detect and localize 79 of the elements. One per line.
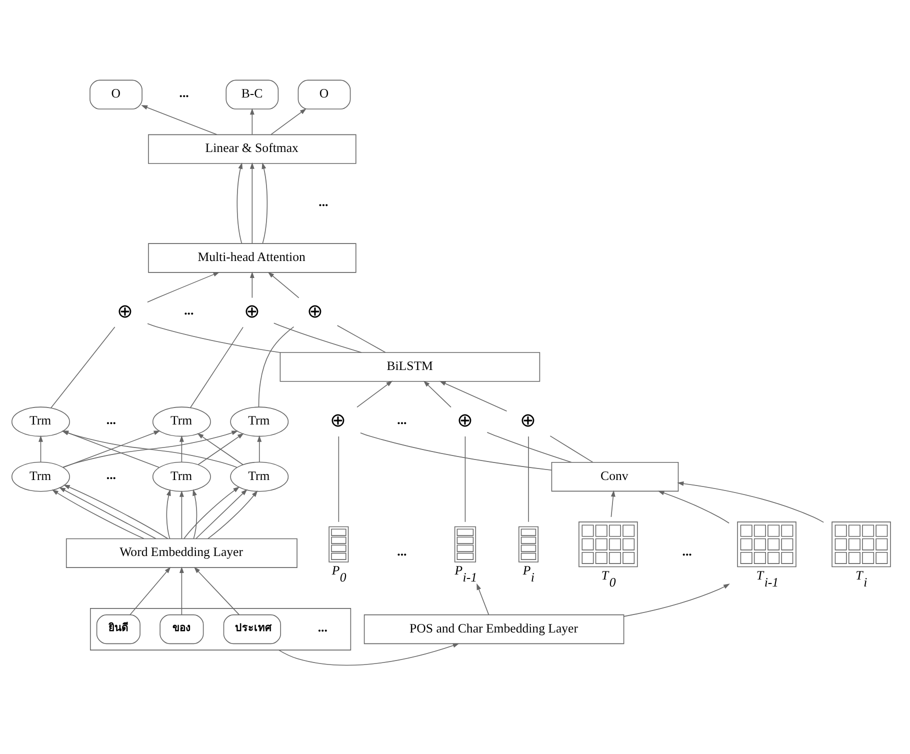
node-box: [737, 522, 796, 568]
connector: [50, 326, 116, 408]
node-box: [454, 526, 476, 562]
arrow: [184, 486, 240, 540]
node-text: ⊕: [117, 301, 134, 322]
label: ...: [682, 544, 692, 558]
arrow: [63, 484, 168, 540]
arrow: [194, 566, 240, 616]
arrow: [439, 380, 508, 412]
node-box: B-C: [226, 80, 279, 110]
arrow: [141, 105, 218, 135]
node-box: BiLSTM: [280, 352, 540, 382]
arrow: [59, 487, 156, 540]
node-text: ⊕: [456, 410, 473, 432]
arrow: [476, 583, 490, 616]
arrow: [207, 490, 258, 540]
node-box: O: [298, 80, 351, 110]
node-box: O: [90, 80, 142, 110]
cluster: [90, 608, 352, 650]
arrow: [270, 108, 306, 135]
node-box: [578, 522, 638, 568]
arrow: [677, 481, 824, 523]
node-box: [832, 522, 891, 568]
node-box: ประเทศ: [223, 614, 281, 644]
label: ...: [179, 86, 189, 100]
node-box: POS and Char Embedding Layer: [364, 614, 624, 644]
arrow: [147, 272, 220, 302]
label: ...: [318, 620, 328, 634]
arrow: [623, 584, 730, 617]
label: ...: [184, 304, 194, 318]
node-box: ของ: [160, 614, 204, 644]
arrow: [250, 162, 254, 244]
node-box: Word Embedding Layer: [66, 538, 298, 568]
node-text: ⊕: [330, 410, 346, 432]
connector: [360, 432, 552, 470]
arrow: [179, 490, 184, 540]
node-box: Conv: [551, 462, 679, 492]
connector: [550, 436, 594, 463]
connector: [274, 322, 362, 353]
arrow: [236, 162, 243, 244]
arrow: [268, 272, 300, 298]
arrow: [130, 566, 171, 616]
arrow: [52, 490, 144, 540]
connector: [190, 326, 244, 408]
connector: [338, 436, 340, 522]
connector: [147, 323, 281, 353]
arrow: [196, 489, 248, 540]
arrow: [179, 566, 184, 616]
arrow: [250, 108, 254, 135]
label: ...: [106, 468, 116, 482]
arrow: [166, 489, 171, 540]
node-box: Linear & Softmax: [148, 134, 356, 164]
arrow: [38, 435, 43, 462]
node-text: ⊕: [307, 301, 324, 322]
arrow: [257, 435, 262, 462]
node-box: ยินดี: [96, 614, 140, 644]
node-box: Multi-head Attention: [148, 243, 356, 273]
node-text: ⊕: [520, 410, 536, 432]
arrow: [262, 162, 268, 244]
arrow: [179, 435, 184, 462]
connector: [528, 436, 529, 522]
arrow: [423, 380, 452, 408]
connector: [486, 432, 572, 463]
label: ...: [397, 544, 407, 558]
arrow: [356, 380, 393, 408]
node-ellipse: Trm: [152, 462, 211, 492]
node-text: ⊕: [244, 301, 260, 322]
arrow: [658, 490, 730, 524]
label: ...: [318, 194, 328, 209]
label: ...: [397, 412, 407, 427]
label: ...: [106, 412, 116, 427]
connector: [258, 326, 294, 408]
arrow: [250, 272, 254, 298]
arrow: [610, 490, 616, 518]
arrow: [278, 643, 460, 666]
arrow: [192, 489, 198, 540]
node-box: [328, 526, 349, 562]
connector: [464, 436, 466, 522]
connector: [336, 325, 386, 353]
